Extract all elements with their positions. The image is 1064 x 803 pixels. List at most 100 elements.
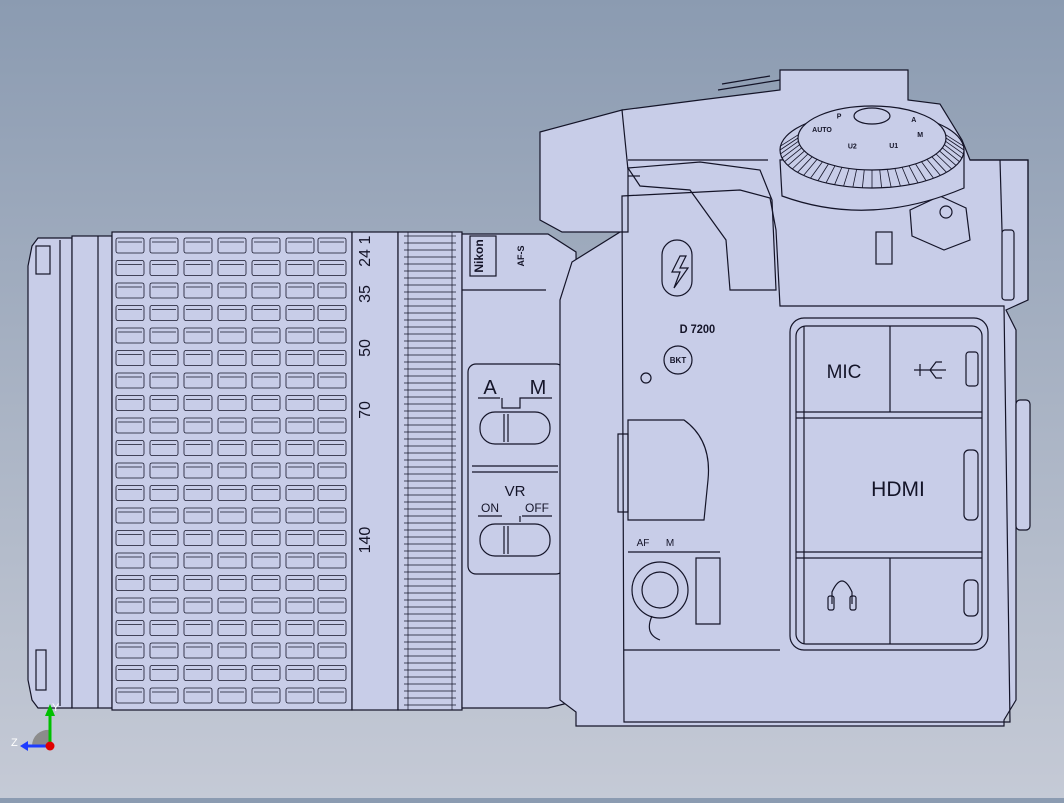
grip-block xyxy=(317,395,347,411)
grip-block xyxy=(251,417,281,434)
grip-block xyxy=(217,260,247,276)
grip-block xyxy=(183,552,213,569)
dial-tick xyxy=(935,153,952,170)
axis-triad: Y Z xyxy=(11,702,60,751)
dial-tick xyxy=(879,169,883,188)
grip-block xyxy=(217,530,247,546)
dial-tick xyxy=(915,163,927,181)
grip-block xyxy=(183,417,213,434)
bkt-button[interactable]: BKT xyxy=(663,345,693,375)
grip-block xyxy=(115,485,145,501)
grip-block xyxy=(149,575,179,591)
grip-block xyxy=(285,350,315,366)
grip-block xyxy=(183,530,213,546)
port-cover[interactable] xyxy=(789,317,989,651)
dial-tick xyxy=(942,147,960,163)
grip-block xyxy=(251,305,281,321)
grip-block xyxy=(251,552,281,569)
grip-block xyxy=(183,620,213,636)
grip-block xyxy=(183,372,213,389)
prism-housing xyxy=(539,109,629,233)
grip-block xyxy=(183,665,213,681)
grip-block xyxy=(217,642,247,659)
dial-tick xyxy=(784,147,802,163)
grip-block xyxy=(317,552,347,569)
grip-block xyxy=(285,530,315,546)
grip-block xyxy=(149,305,179,321)
grip-block xyxy=(317,642,347,659)
vr-on-label: ON xyxy=(481,501,499,515)
grip-block xyxy=(115,350,145,366)
dial-tick xyxy=(852,169,858,188)
grip-block xyxy=(149,327,179,344)
grip-block xyxy=(285,282,315,299)
grip-block xyxy=(183,350,213,366)
focus-mode-switch[interactable] xyxy=(479,411,551,445)
lens-brand-plate xyxy=(469,235,497,277)
dial-tick xyxy=(834,167,843,185)
grip-block xyxy=(217,440,247,456)
grip-block xyxy=(251,530,281,546)
dial-tick xyxy=(779,137,799,151)
grip-block xyxy=(285,372,315,389)
grip-block xyxy=(149,237,179,254)
strap-lug xyxy=(1001,229,1015,301)
grip-block xyxy=(251,237,281,254)
sensor-window xyxy=(875,231,893,265)
grip-block xyxy=(317,485,347,501)
mode-dial[interactable]: AUTOPSAMU1U2 xyxy=(779,105,965,211)
grip-block xyxy=(285,440,315,456)
grip-block xyxy=(285,417,315,434)
focal-mark: 1 xyxy=(357,235,374,244)
grip-block xyxy=(251,282,281,299)
af-m-switch[interactable] xyxy=(631,561,689,641)
vr-off-label: OFF xyxy=(525,501,549,515)
dial-tick xyxy=(931,156,947,173)
dial-tick xyxy=(921,161,934,179)
grip-block xyxy=(285,237,315,254)
dial-tick xyxy=(792,153,809,170)
grip-block xyxy=(149,282,179,299)
focus-mode-a-label: A xyxy=(483,377,497,399)
grip-block xyxy=(115,597,145,614)
grip-block xyxy=(149,417,179,434)
grip-block xyxy=(251,327,281,344)
grip-block xyxy=(285,575,315,591)
lens-release-button xyxy=(627,419,710,521)
dial-tick xyxy=(894,168,901,187)
grip-block xyxy=(285,395,315,411)
dial-tick xyxy=(797,156,813,173)
dial-tick xyxy=(944,144,963,159)
grip-block xyxy=(317,305,347,321)
focal-scale-band xyxy=(351,231,399,711)
grip-block xyxy=(251,642,281,659)
vr-switch[interactable] xyxy=(479,523,551,557)
dial-tick xyxy=(926,159,941,176)
grip-block xyxy=(183,575,213,591)
flash-button[interactable] xyxy=(661,239,693,297)
grip-block xyxy=(149,642,179,659)
dial-tick xyxy=(787,150,805,166)
dial-tick xyxy=(803,159,818,176)
focal-mark: 24 xyxy=(357,249,374,267)
grip-block xyxy=(251,440,281,456)
grip-block xyxy=(217,485,247,501)
lens-barrel-front xyxy=(71,235,113,709)
af-label: AF xyxy=(637,538,650,549)
grip-block xyxy=(149,507,179,524)
dial-tick xyxy=(945,134,964,147)
grip-block xyxy=(149,395,179,411)
grip-block xyxy=(317,440,347,456)
grip-block xyxy=(285,260,315,276)
grip-block xyxy=(115,282,145,299)
grip-block xyxy=(217,462,247,479)
grip-block xyxy=(317,462,347,479)
grip-block xyxy=(217,395,247,411)
grip-block xyxy=(115,552,145,569)
dial-tick xyxy=(945,141,964,155)
grip-block xyxy=(317,530,347,546)
mode-dial-label: A xyxy=(911,117,916,124)
grip-block xyxy=(183,440,213,456)
